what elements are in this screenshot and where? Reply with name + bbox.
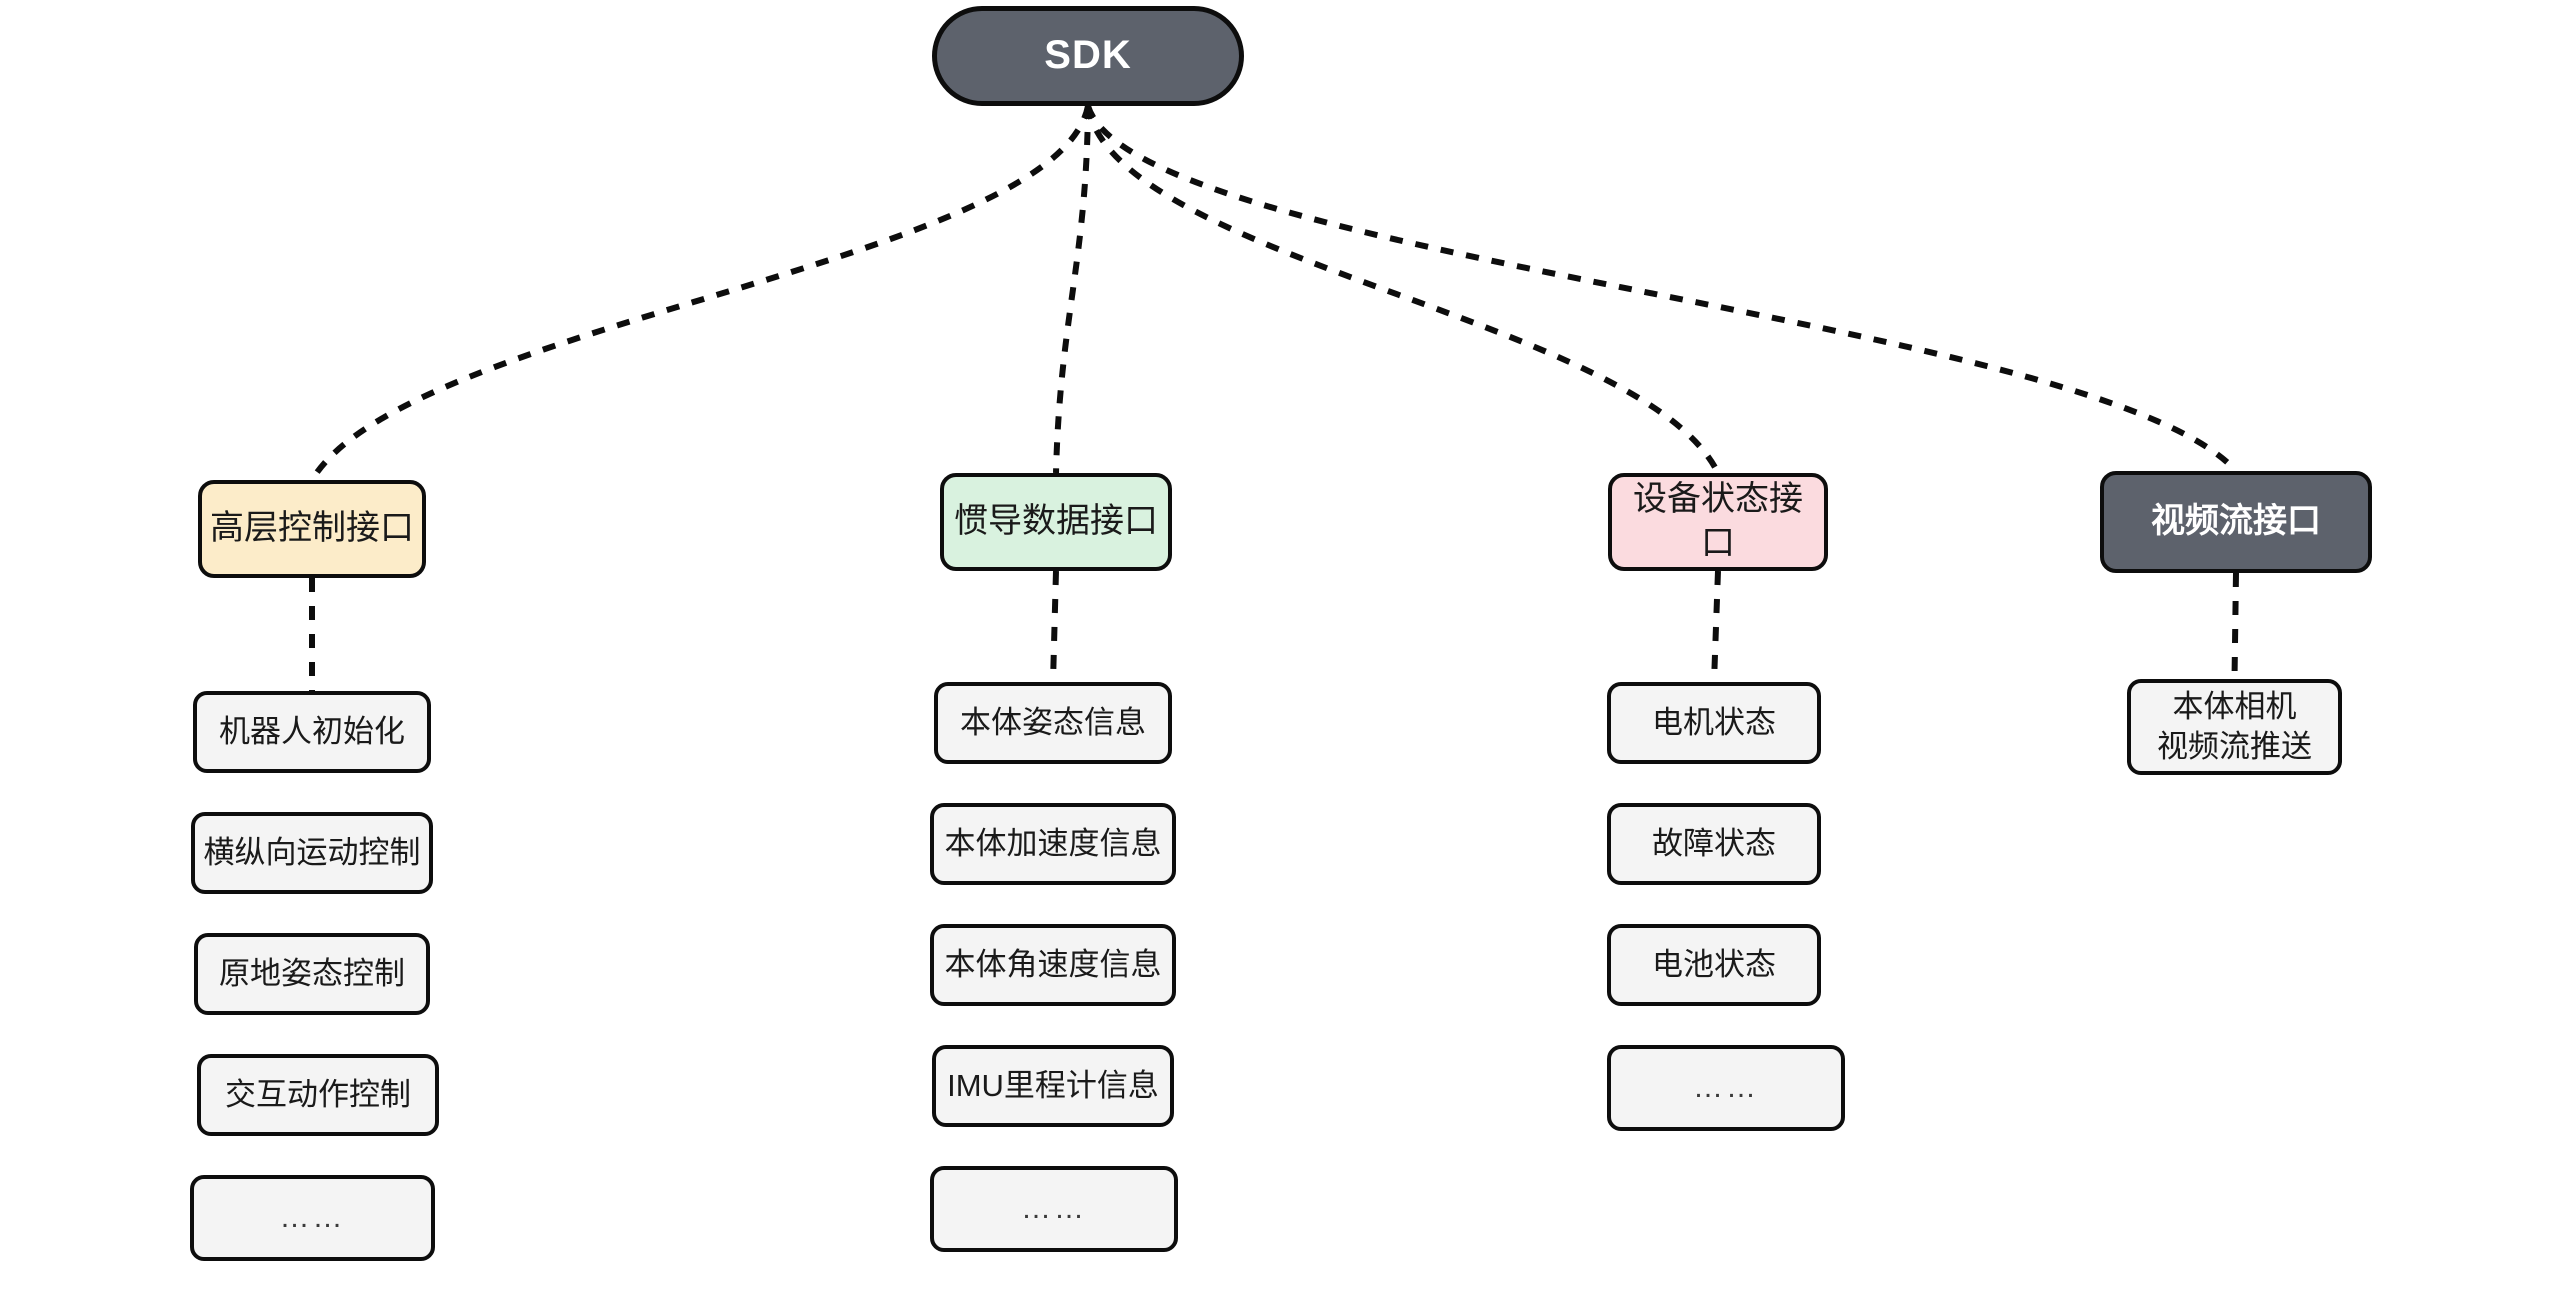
node-leaf-2-0-label: 电机状态 (1652, 705, 1776, 741)
node-leaf-2-2-label: 电池状态 (1652, 947, 1776, 983)
node-interface-2-label: 设备状态接口 (1633, 480, 1803, 562)
node-leaf-0-2-label: 原地姿态控制 (219, 956, 405, 992)
node-interface-0[interactable]: 高层控制接口 (198, 480, 426, 578)
node-leaf-0-0-label: 机器人初始化 (219, 714, 405, 750)
node-leaf-1-0[interactable]: 本体姿态信息 (934, 682, 1172, 764)
node-leaf-1-3[interactable]: IMU里程计信息 (932, 1045, 1174, 1127)
edge-interface-1-to-leaf (1050, 570, 1059, 683)
node-leaf-1-0-label: 本体姿态信息 (960, 705, 1146, 741)
node-leaf-2-3[interactable]: …… (1607, 1045, 1845, 1131)
node-interface-3[interactable]: 视频流接口 (2100, 471, 2372, 573)
node-leaf-2-3-label: …… (1693, 1070, 1759, 1104)
node-interface-2[interactable]: 设备状态接口 (1608, 473, 1828, 571)
node-sdk-root[interactable]: SDK (932, 6, 1244, 106)
node-leaf-1-4[interactable]: …… (930, 1166, 1178, 1252)
node-interface-0-label: 高层控制接口 (210, 509, 414, 548)
node-leaf-1-1[interactable]: 本体加速度信息 (930, 803, 1176, 885)
node-leaf-1-3-label: IMU里程计信息 (947, 1068, 1159, 1104)
node-leaf-0-2[interactable]: 原地姿态控制 (194, 933, 430, 1015)
node-interface-3-label: 视频流接口 (2151, 502, 2321, 541)
node-leaf-2-2[interactable]: 电池状态 (1607, 924, 1821, 1006)
edge-root-to-interface-0 (309, 105, 1091, 482)
node-leaf-2-1-label: 故障状态 (1652, 826, 1776, 862)
node-leaf-3-0-label: 本体相机 视频流推送 (2157, 689, 2312, 764)
node-leaf-3-0[interactable]: 本体相机 视频流推送 (2127, 679, 2342, 775)
node-leaf-0-4-label: …… (279, 1200, 346, 1234)
node-leaf-1-4-label: …… (1021, 1191, 1087, 1225)
node-leaf-1-1-label: 本体加速度信息 (944, 826, 1162, 862)
node-leaf-1-2[interactable]: 本体角速度信息 (930, 924, 1176, 1006)
edge-interface-2-to-leaf (1711, 570, 1721, 683)
node-leaf-1-2-label: 本体角速度信息 (944, 947, 1162, 983)
node-leaf-0-4[interactable]: …… (190, 1175, 435, 1261)
node-leaf-0-3[interactable]: 交互动作控制 (197, 1054, 439, 1136)
node-leaf-0-3-label: 交互动作控制 (225, 1077, 411, 1113)
node-leaf-0-1-label: 横纵向运动控制 (203, 835, 421, 871)
node-sdk-root-label: SDK (1044, 33, 1132, 78)
edge-root-to-interface-2 (1085, 105, 1721, 475)
edge-interface-3-to-leaf (2231, 572, 2239, 680)
node-leaf-0-0[interactable]: 机器人初始化 (193, 691, 431, 773)
node-leaf-2-1[interactable]: 故障状态 (1607, 803, 1821, 885)
node-leaf-0-1[interactable]: 横纵向运动控制 (191, 812, 433, 894)
edge-root-to-interface-3 (1085, 105, 2239, 474)
node-interface-1[interactable]: 惯导数据接口 (940, 473, 1172, 571)
node-leaf-2-0[interactable]: 电机状态 (1607, 682, 1821, 764)
node-interface-1-label: 惯导数据接口 (954, 502, 1158, 541)
edge-root-to-interface-1 (1053, 105, 1091, 474)
